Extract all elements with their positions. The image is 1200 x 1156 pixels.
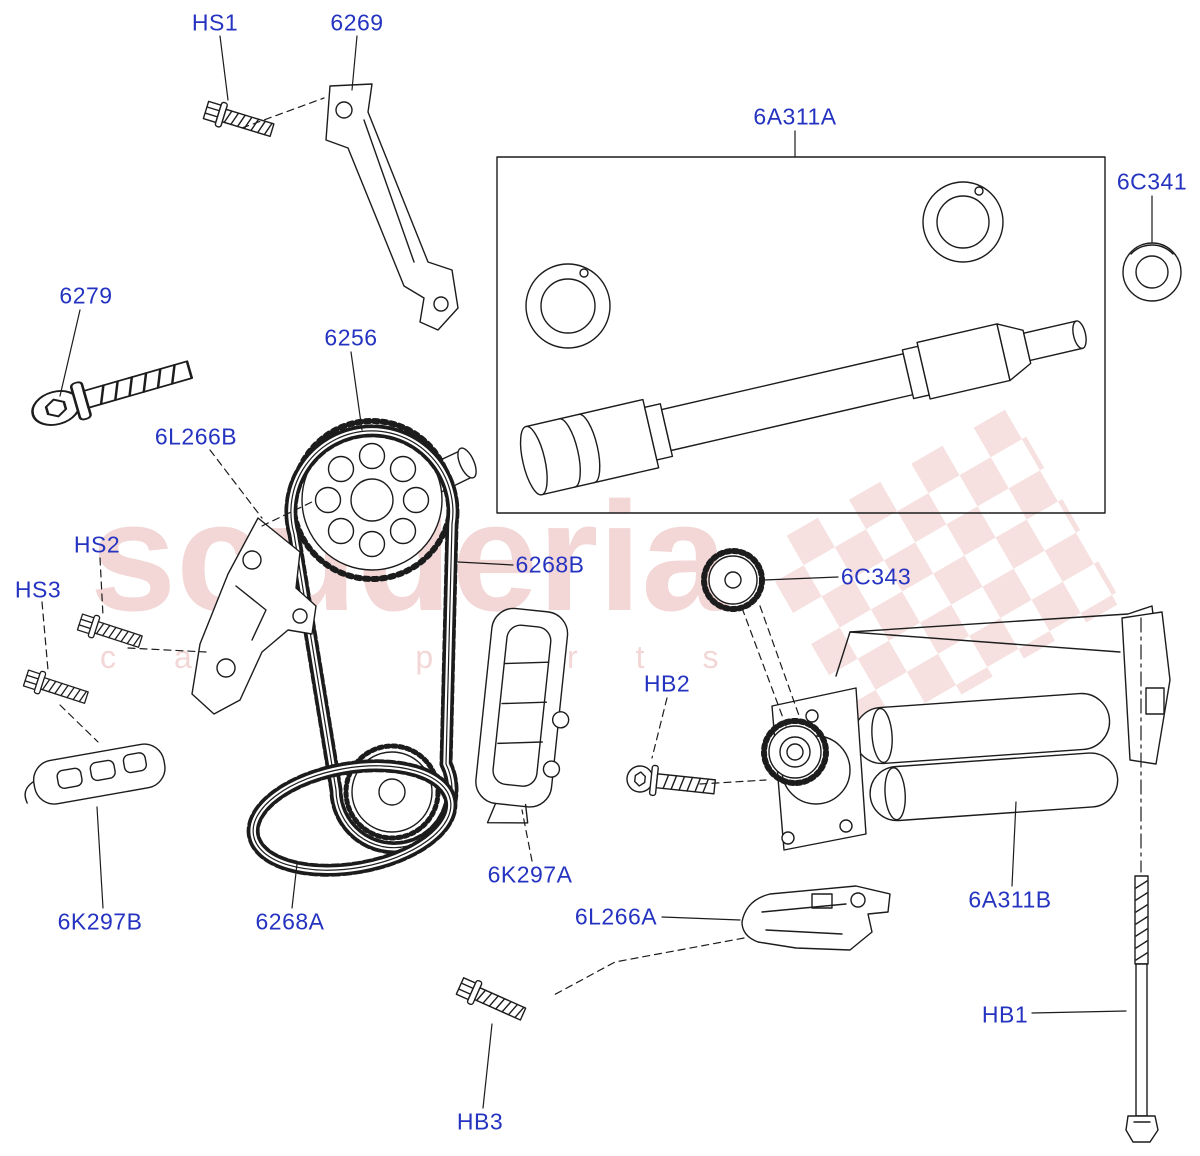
gear-6c343-upper bbox=[701, 548, 765, 612]
crank-sprocket bbox=[343, 743, 441, 841]
chain-guide-6k297a bbox=[475, 607, 570, 824]
bracket-6269 bbox=[325, 83, 459, 331]
balance-shaft-kit-box bbox=[496, 156, 1106, 514]
part-label-6a311a: 6A311A bbox=[753, 103, 837, 130]
bolt-hs3 bbox=[21, 666, 91, 710]
part-label-6l266a: 6L266A bbox=[574, 903, 658, 930]
bolt-hb3 bbox=[454, 973, 529, 1027]
chain-guide-6k297b bbox=[24, 743, 166, 805]
balance-shaft bbox=[519, 320, 1087, 496]
bolt-hb2 bbox=[624, 762, 717, 803]
part-label-hb3: HB3 bbox=[456, 1108, 504, 1135]
part-label-6256: 6256 bbox=[324, 324, 378, 351]
part-label-6268a: 6268A bbox=[255, 908, 325, 935]
watermark-flag bbox=[758, 407, 1122, 748]
gear-6c343-lower bbox=[761, 718, 829, 786]
part-label-hb2: HB2 bbox=[643, 670, 691, 697]
part-label-6k297a: 6K297A bbox=[487, 861, 573, 888]
part-label-6l266b: 6L266B bbox=[154, 423, 238, 450]
part-label-6268b: 6268B bbox=[515, 551, 585, 578]
part-label-6279: 6279 bbox=[59, 282, 113, 309]
drive-chain-6268a bbox=[246, 759, 458, 877]
part-label-6a311b: 6A311B bbox=[968, 886, 1052, 913]
part-label-6c341: 6C341 bbox=[1116, 168, 1188, 195]
bushing-6c341 bbox=[1122, 242, 1182, 302]
part-label-6269: 6269 bbox=[330, 9, 384, 36]
leader-lines bbox=[59, 35, 1153, 1109]
camshaft-sprocket-6256 bbox=[290, 418, 477, 582]
timing-chain-6268b bbox=[284, 424, 460, 855]
part-label-6c343: 6C343 bbox=[840, 563, 912, 590]
part-label-hs3: HS3 bbox=[14, 576, 62, 603]
bolt-6279 bbox=[26, 350, 196, 434]
shaft-bushing-rear bbox=[922, 181, 1004, 263]
tensioner-lever-6l266a bbox=[741, 885, 891, 951]
stud-hb1 bbox=[1125, 875, 1159, 1143]
part-label-hs1: HS1 bbox=[191, 9, 239, 36]
assembly-dashed-lines bbox=[41, 97, 1142, 997]
part-label-hb1: HB1 bbox=[981, 1001, 1029, 1028]
chain-guide-6l266b bbox=[191, 517, 317, 715]
part-label-6k297b: 6K297B bbox=[57, 908, 143, 935]
shaft-bushing-front bbox=[525, 263, 611, 349]
part-label-hs2: HS2 bbox=[73, 531, 121, 558]
